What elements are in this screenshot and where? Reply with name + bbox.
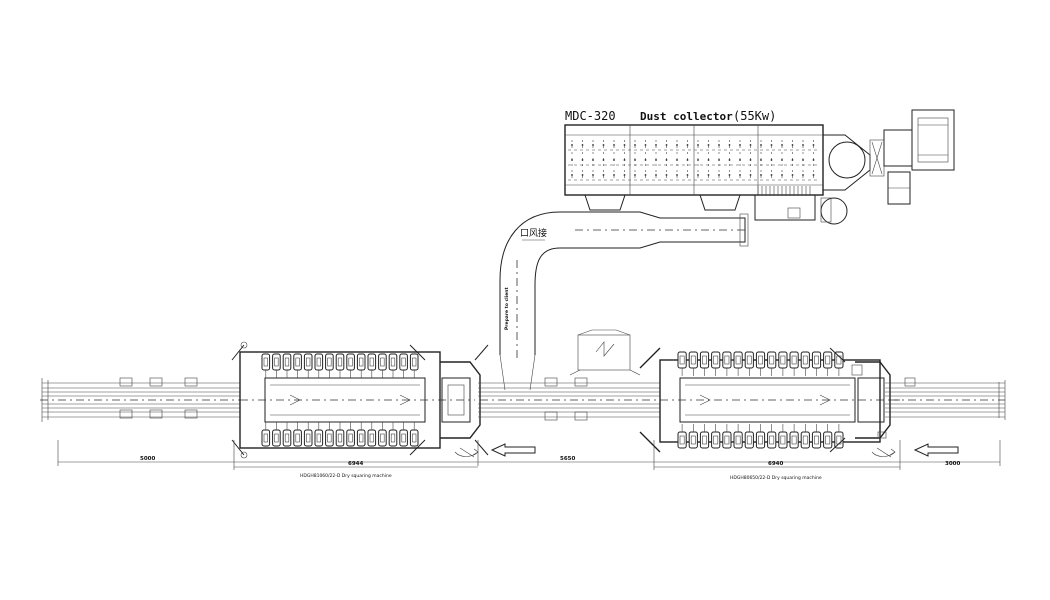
- air-outlet-label: 口风接: [520, 227, 547, 239]
- left-infeed-conveyor: [40, 377, 1006, 422]
- collector-power: (55Kw): [733, 109, 776, 123]
- dust-collector: MDC-320 Dust collector (55Kw): [564, 109, 955, 225]
- rotate-symbol-2: [871, 447, 896, 458]
- rotate-symbol-1: [454, 447, 479, 458]
- flow-arrow-left: [490, 443, 536, 457]
- collector-model: MDC-320: [565, 109, 616, 123]
- middle-conveyor: [478, 377, 660, 421]
- ducting: 口风接 Prepare to client: [499, 211, 749, 391]
- flow-arrow-right: [913, 443, 959, 457]
- dim-right-outfeed: 3000: [945, 461, 960, 467]
- dim-left-infeed: 5000: [140, 456, 155, 462]
- dim-between: 5650: [560, 456, 575, 462]
- machine-1: [231, 341, 489, 459]
- collector-label: Dust collector: [640, 110, 733, 123]
- dim-machine1: 6944: [348, 461, 363, 467]
- right-outfeed-conveyor: [885, 377, 1005, 418]
- machine2-caption: HDGH80650/22-D Dry squaring machine: [730, 475, 822, 481]
- dimensions: 5000 6944 5650 6940 3000 HDGH81060/22-D …: [57, 440, 1001, 481]
- vertical-label: Prepare to client: [504, 287, 510, 330]
- machine1-caption: HDGH81060/22-D Dry squaring machine: [300, 473, 392, 479]
- dim-machine2: 6940: [768, 461, 783, 467]
- machine-2: [639, 347, 900, 453]
